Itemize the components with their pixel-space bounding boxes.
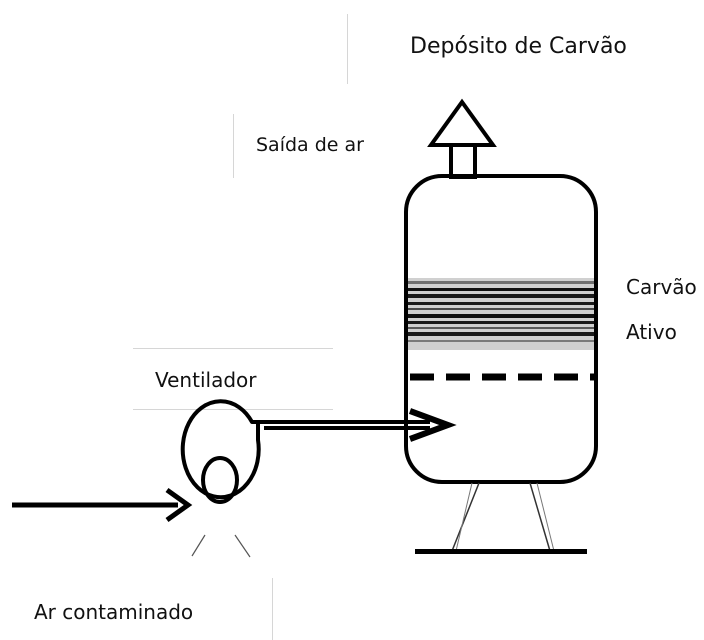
vessel-stand xyxy=(415,482,587,554)
divider-bottom xyxy=(272,578,273,640)
label-carvao: Carvão xyxy=(626,275,697,299)
divider-ventilador-bottom xyxy=(133,409,333,410)
exhaust-pipe xyxy=(449,143,477,179)
exhaust-arrow-head xyxy=(427,98,497,147)
label-ventilador: Ventilador xyxy=(155,368,257,392)
inlet-air-arrow xyxy=(12,487,193,523)
label-saida-de-ar: Saída de ar xyxy=(256,134,364,156)
air-duct-arrow xyxy=(258,408,457,442)
activated-carbon-bed xyxy=(408,278,594,350)
filter-vessel xyxy=(404,174,598,484)
label-ativo: Ativo xyxy=(626,320,677,344)
divider-ventilador-top xyxy=(133,348,333,349)
label-ar-contaminado: Ar contaminado xyxy=(34,600,194,624)
divider-saida xyxy=(233,114,234,178)
fan-icon xyxy=(180,399,261,558)
divider-top xyxy=(347,14,348,84)
label-deposito-de-carvao: Depósito de Carvão xyxy=(410,34,627,59)
